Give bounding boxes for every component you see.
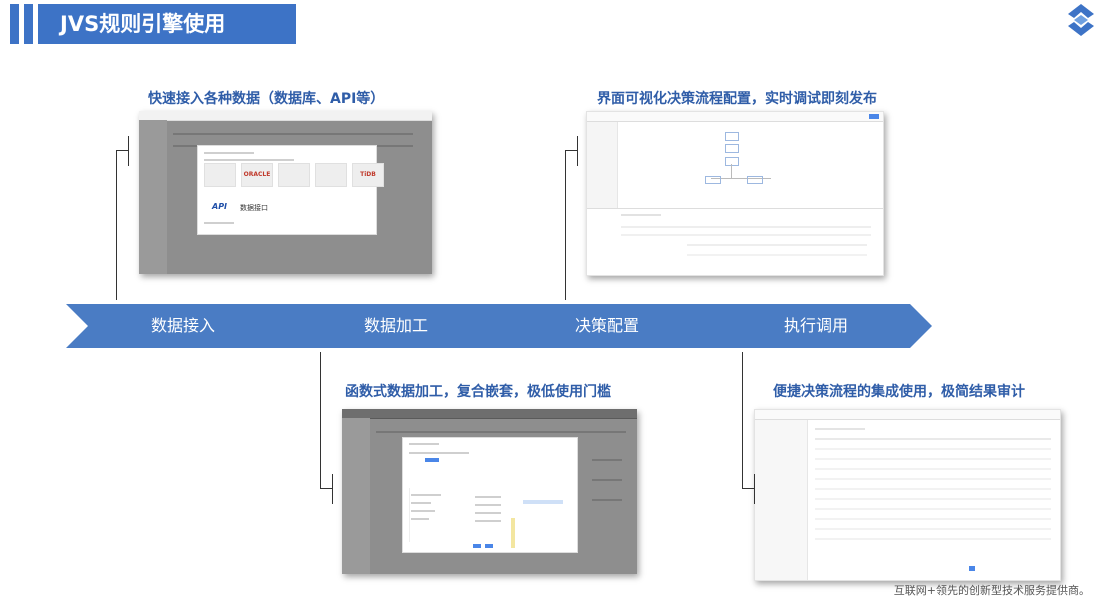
flow-step-data-processing: 数据加工 bbox=[363, 316, 428, 335]
page-title: JVS规则引擎使用 bbox=[38, 4, 296, 44]
flow-step-decision-config: 决策配置 bbox=[574, 316, 639, 335]
datasource-tile-1 bbox=[204, 163, 236, 187]
connector-3 bbox=[565, 150, 566, 300]
api-logo: API bbox=[212, 202, 228, 211]
flow-step-execution: 执行调用 bbox=[783, 316, 848, 335]
connector-1 bbox=[116, 150, 117, 300]
flow-arrow-4 bbox=[700, 304, 932, 348]
caption-execution: 便捷决策流程的集成使用，极简结果审计 bbox=[773, 384, 1025, 400]
screenshot-topbar bbox=[139, 111, 432, 121]
screenshot-sidebar bbox=[755, 420, 808, 580]
datasource-tile-tidb: TiDB bbox=[352, 163, 384, 187]
caption-decision-config: 界面可视化决策流程配置，实时调试即刻发布 bbox=[597, 91, 877, 107]
header-accent-bar-2 bbox=[24, 4, 33, 44]
screenshot-sidebar bbox=[587, 122, 618, 208]
flow-arrow-3 bbox=[490, 304, 726, 348]
datasource-tile-3 bbox=[278, 163, 310, 187]
screenshot-execution bbox=[754, 409, 1061, 581]
screenshot-topbar bbox=[342, 409, 637, 419]
connector-4 bbox=[742, 352, 743, 488]
brand-logo-icon bbox=[1068, 4, 1094, 36]
screenshot-data-access: ORACLE TiDB API 数据接口 bbox=[139, 111, 432, 274]
datasource-tile-4 bbox=[315, 163, 347, 187]
caption-data-access: 快速接入各种数据（数据库、API等） bbox=[148, 91, 385, 107]
publish-button bbox=[869, 114, 879, 119]
flow-arrow-2 bbox=[279, 304, 515, 348]
function-editor-modal bbox=[402, 437, 578, 553]
api-text: 数据接口 bbox=[240, 204, 268, 212]
flow-step-data-access: 数据接入 bbox=[150, 316, 215, 335]
screenshot-data-processing bbox=[342, 409, 637, 574]
screenshot-sidebar bbox=[342, 418, 370, 574]
footer-tagline: 互联网+领先的创新型技术服务提供商。 bbox=[893, 584, 1090, 597]
screenshot-decision-config bbox=[586, 111, 884, 276]
header-accent-bar-1 bbox=[10, 4, 19, 44]
connector-2 bbox=[320, 352, 321, 488]
screenshot-topbar bbox=[587, 112, 883, 122]
datasource-tile-oracle: ORACLE bbox=[241, 163, 273, 187]
datasource-modal: ORACLE TiDB API 数据接口 bbox=[197, 145, 384, 235]
screenshot-topbar bbox=[755, 410, 1060, 420]
screenshot-sidebar bbox=[139, 120, 167, 274]
caption-data-processing: 函数式数据加工，复合嵌套，极低使用门槛 bbox=[345, 384, 611, 400]
flow-arrow-1 bbox=[66, 304, 302, 348]
